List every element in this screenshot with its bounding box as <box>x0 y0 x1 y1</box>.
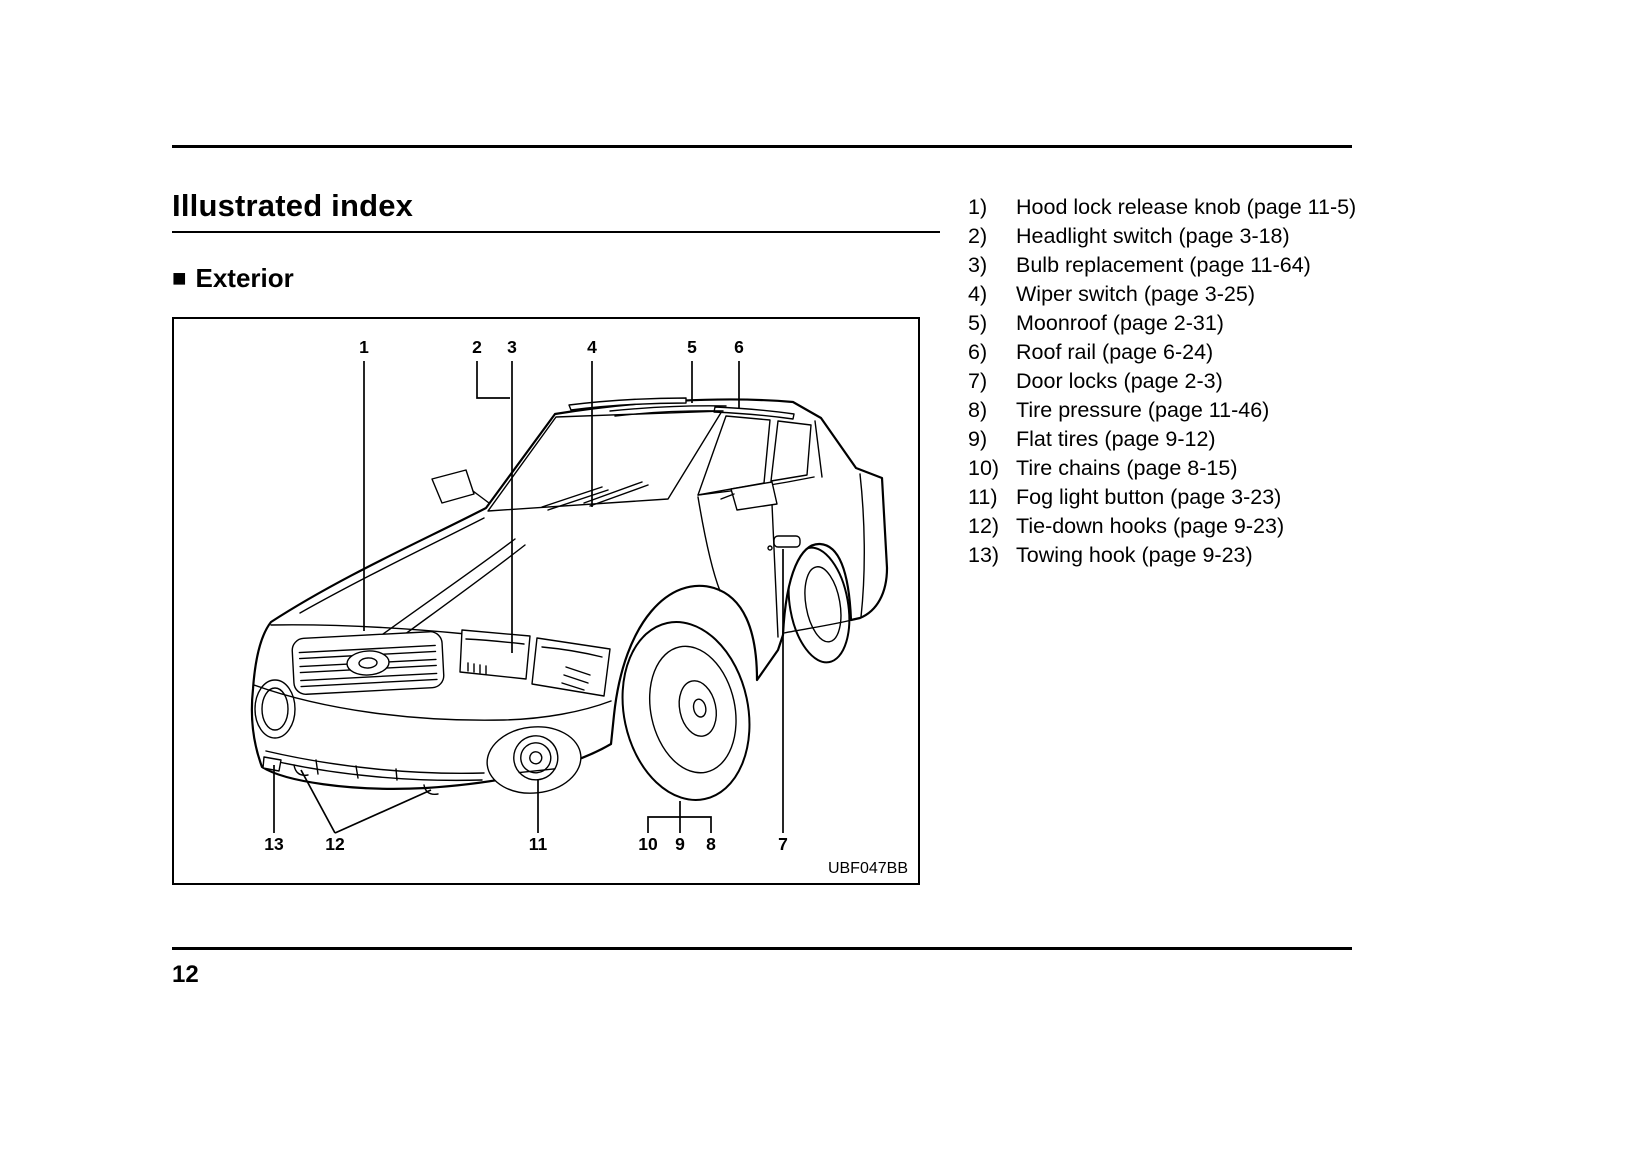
section-header: ■ Exterior <box>172 263 294 294</box>
index-item-label: Tie-down hooks (page 9-23) <box>1016 514 1285 538</box>
callout-5: 5 <box>687 337 697 357</box>
index-item-label: Fog light button (page 3-23) <box>1016 485 1282 509</box>
index-item-number: 5) <box>968 311 988 335</box>
section-square-icon: ■ <box>172 264 187 292</box>
index-item: 9) Flat tires (page 9-12) <box>968 425 1362 454</box>
index-item: 4) Wiper switch (page 3-25) <box>968 280 1362 309</box>
index-item-number: 11) <box>968 485 998 509</box>
index-item-label: Headlight switch (page 3-18) <box>1016 224 1290 248</box>
wipers <box>541 481 649 511</box>
callout-9: 9 <box>675 834 685 854</box>
index-item-label: Door locks (page 2-3) <box>1016 369 1223 393</box>
index-item-label: Wiper switch (page 3-25) <box>1016 282 1255 306</box>
index-item: 12) Tie-down hooks (page 9-23) <box>968 512 1362 541</box>
index-item-number: 10) <box>968 456 1000 480</box>
index-item-number: 6) <box>968 340 988 364</box>
moonroof <box>609 405 727 417</box>
tie-down-hook-right <box>423 784 439 795</box>
index-item-label: Roof rail (page 6-24) <box>1016 340 1214 364</box>
index-item-label: Tire chains (page 8-15) <box>1016 456 1238 480</box>
page-number: 12 <box>172 961 199 988</box>
headlight-outer <box>531 637 611 697</box>
leader-lines <box>273 361 784 834</box>
exterior-figure: 1 2 3 4 5 6 13 12 11 10 9 8 7 UBF047BB <box>172 317 920 885</box>
index-item: 8) Tire pressure (page 11-46) <box>968 396 1362 425</box>
section-title: Exterior <box>195 263 294 293</box>
fog-light <box>486 726 582 794</box>
callout-10: 10 <box>638 834 658 854</box>
tie-down-hook-left <box>293 764 309 776</box>
index-item-number: 2) <box>968 224 988 248</box>
callout-11: 11 <box>529 834 548 854</box>
side-mirror-left <box>431 469 490 504</box>
car-diagram: 1 2 3 4 5 6 13 12 11 10 9 8 7 UBF047BB <box>250 337 908 877</box>
towing-hook <box>262 756 282 772</box>
side-mirror-right <box>720 481 778 511</box>
bottom-rule <box>172 947 1352 950</box>
index-item-number: 9) <box>968 427 988 451</box>
index-item-number: 7) <box>968 369 988 393</box>
index-item-number: 1) <box>968 195 988 219</box>
roof-rail-far <box>568 397 687 411</box>
callout-2: 2 <box>472 337 482 357</box>
index-item: 2) Headlight switch (page 3-18) <box>968 222 1362 251</box>
callout-13: 13 <box>264 834 284 854</box>
callout-6: 6 <box>734 337 744 357</box>
callout-4: 4 <box>587 337 597 357</box>
index-item-number: 8) <box>968 398 988 422</box>
index-item-number: 4) <box>968 282 988 306</box>
index-item: 10) Tire chains (page 8-15) <box>968 454 1362 483</box>
callout-3: 3 <box>507 337 517 357</box>
car-details <box>253 397 865 795</box>
index-item-number: 12) <box>968 514 1000 538</box>
index-item: 13) Towing hook (page 9-23) <box>968 541 1362 570</box>
figure-code: UBF047BB <box>828 860 908 877</box>
index-item: 5) Moonroof (page 2-31) <box>968 309 1362 338</box>
callout-7: 7 <box>778 834 788 854</box>
index-item-label: Hood lock release knob (page 11-5) <box>1016 195 1357 219</box>
callout-8: 8 <box>706 834 716 854</box>
door-handle <box>773 535 801 548</box>
index-item-label: Flat tires (page 9-12) <box>1016 427 1216 451</box>
title-underline <box>172 231 940 233</box>
callout-12: 12 <box>325 834 345 854</box>
index-item: 7) Door locks (page 2-3) <box>968 367 1362 396</box>
headlight-inner <box>459 629 531 680</box>
index-item: 11) Fog light button (page 3-23) <box>968 483 1362 512</box>
front-wheel-icon <box>621 621 751 801</box>
top-rule <box>172 145 1352 148</box>
index-item-number: 13) <box>968 543 1000 567</box>
index-item-label: Moonroof (page 2-31) <box>1016 311 1224 335</box>
bumper-corner-vent <box>254 679 296 739</box>
grille <box>291 631 445 695</box>
index-item: 3) Bulb replacement (page 11-64) <box>968 251 1362 280</box>
roof-rail-near <box>713 406 795 420</box>
index-item: 6) Roof rail (page 6-24) <box>968 338 1362 367</box>
callout-numbers: 1 2 3 4 5 6 13 12 11 10 9 8 7 <box>264 337 788 854</box>
index-item-label: Tire pressure (page 11-46) <box>1016 398 1270 422</box>
index-item-label: Bulb replacement (page 11-64) <box>1016 253 1311 277</box>
index-item-label: Towing hook (page 9-23) <box>1016 543 1253 567</box>
page-title: Illustrated index <box>172 188 414 223</box>
index-list: 1) Hood lock release knob (page 11-5) 2)… <box>968 193 1362 570</box>
callout-1: 1 <box>359 337 369 357</box>
index-item-number: 3) <box>968 253 988 277</box>
index-item: 1) Hood lock release knob (page 11-5) <box>968 193 1362 222</box>
